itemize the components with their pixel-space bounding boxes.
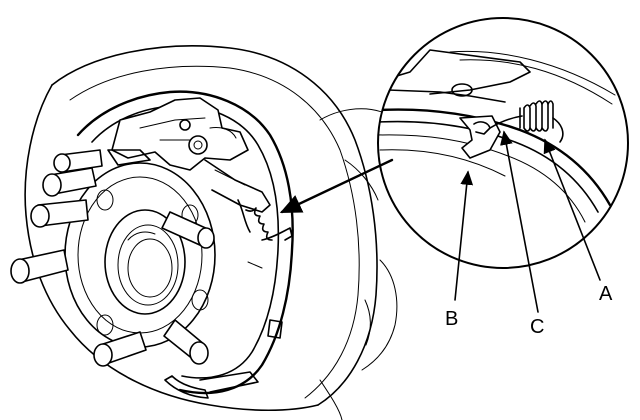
wheel-studs bbox=[10, 149, 215, 367]
callout-label-c: C bbox=[530, 316, 544, 338]
hub-bore bbox=[104, 209, 186, 315]
leader-lines bbox=[454, 130, 601, 313]
detail-zoom-circle bbox=[377, 17, 629, 269]
callout-label-b: B bbox=[445, 308, 458, 330]
return-spring-main bbox=[237, 199, 293, 241]
callout-label-a: A bbox=[599, 283, 613, 305]
return-spring-detail bbox=[519, 100, 564, 143]
brake-assembly bbox=[10, 45, 398, 420]
zoom-pointer-arrow bbox=[279, 158, 394, 214]
backing-plate-inner-rim bbox=[69, 65, 360, 399]
hub-face bbox=[64, 162, 216, 348]
parking-lever-bracket bbox=[111, 97, 249, 171]
brake-shoe-outer bbox=[76, 90, 294, 395]
